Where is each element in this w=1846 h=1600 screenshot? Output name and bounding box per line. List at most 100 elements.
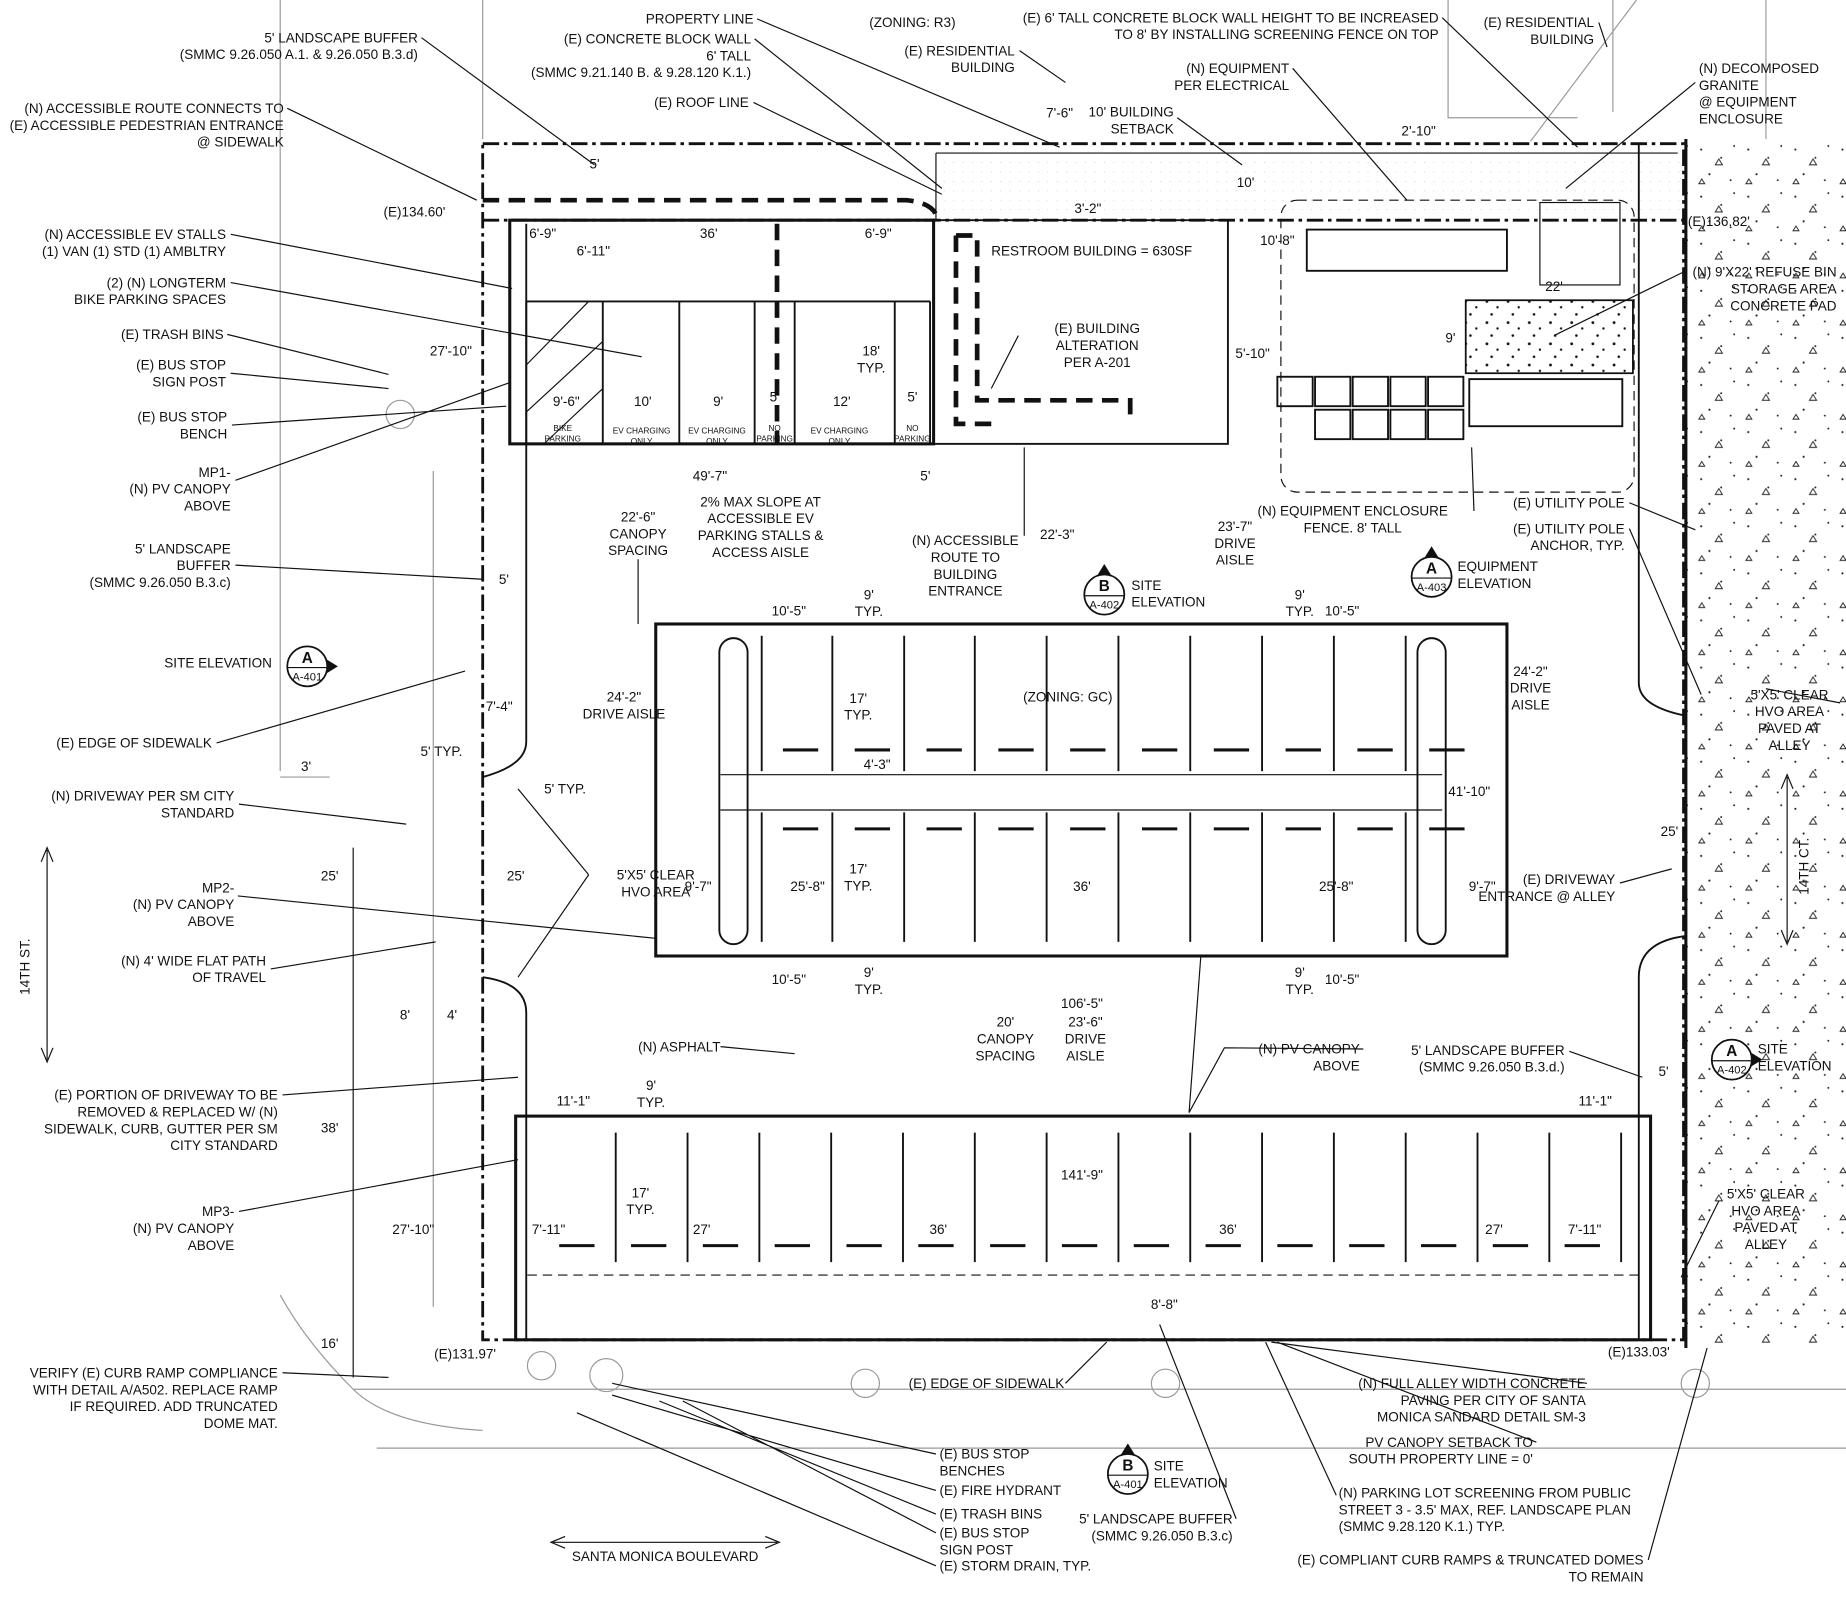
callout-note-line: @ SIDEWALK [197, 135, 284, 150]
callout-note-line: 24'-2" [1513, 664, 1548, 679]
dimension-line: 18' [862, 344, 880, 359]
callout-note-line: PAVED AT [1734, 1220, 1797, 1235]
section-marker[interactable]: BA-402 [1083, 563, 1126, 616]
dimension-line: TYP. [844, 708, 872, 723]
dimension-line: 9' [713, 394, 723, 409]
dimension-line: 9' [1295, 587, 1305, 602]
callout-note-line: SPACING [608, 543, 668, 558]
dimension-line: 25'-8" [1319, 879, 1354, 894]
hvo-island-east [1416, 637, 1447, 946]
callout-note-line: CANOPY [610, 526, 667, 541]
callout-note-line: SITE [1131, 578, 1161, 593]
dimension: 5' TYP. [421, 744, 463, 759]
dimension: 10'-5" [772, 604, 807, 619]
callout-note-line: (N) DECOMPOSED [1699, 61, 1819, 76]
section-marker[interactable]: AA-402 [1710, 1038, 1763, 1081]
callout-note: (E) UTILITY POLE [1513, 495, 1625, 510]
callout-note-line: 20' [997, 1015, 1015, 1030]
mp1-pv-canopy [508, 218, 936, 446]
callout-note-line: PAVING PER CITY OF SANTA [1401, 1393, 1586, 1408]
roof-line [935, 152, 1678, 220]
callout-note-line: (N) 4' WIDE FLAT PATH [121, 953, 266, 968]
callout-note-line: (E) TRASH BINS [121, 327, 224, 342]
spot-elevation: (E)131.97' [434, 1347, 496, 1362]
dimension-line: 9' [1445, 331, 1455, 346]
callout-note: 5' LANDSCAPE BUFFER(SMMC 9.26.050 B.3.c) [1079, 1511, 1233, 1543]
marker-sheet: A-402 [1089, 600, 1119, 612]
section-marker[interactable]: BA-401 [1106, 1443, 1149, 1495]
east-curb [1637, 143, 1687, 1340]
callout-note-line: (N) PV CANOPY [133, 1221, 234, 1236]
dimension-line: 10'-5" [1325, 972, 1360, 987]
callout-note: 5' LANDSCAPE BUFFER(SMMC 9.26.050 B.3.d.… [1411, 1043, 1565, 1075]
callout-note-line: ABOVE [184, 499, 231, 514]
dimension: 38' [321, 1121, 339, 1136]
refuse-bin-concrete-pad [1464, 299, 1634, 375]
callout-note-line: MP1- [198, 465, 230, 480]
dimension: 36' [700, 226, 718, 241]
callout-note-line: CANOPY [977, 1031, 1034, 1046]
callout-note-line: (SMMC 9.28.120 K.1.) TYP. [1339, 1519, 1505, 1534]
dimension-line: 16' [321, 1336, 339, 1351]
dimension-line: 17' [632, 1185, 650, 1200]
dimension: 141'-9" [1061, 1168, 1103, 1183]
dimension-line: 36' [1073, 879, 1091, 894]
callout-note-line: DRIVE [1065, 1031, 1106, 1046]
section-marker[interactable]: AA-403 [1410, 546, 1453, 598]
callout-note-line: 5' LANDSCAPE BUFFER [264, 30, 418, 45]
callout-note-line: (N) 9'X22' REFUSE BIN [1692, 265, 1836, 280]
callout-note-line: EQUIPMENT [1457, 559, 1537, 574]
stall-label-line: PARKING [894, 435, 930, 444]
callout-note-line: BUILDING [1530, 32, 1594, 47]
callout-note-line: (E) BUILDING [1054, 321, 1140, 336]
callout-note-line: 5'X5' CLEAR [1727, 1187, 1805, 1202]
dimension-line: 141'-9" [1061, 1168, 1103, 1183]
dimension: 8' [400, 1008, 410, 1023]
adjacent-lot-lines [482, 0, 1767, 139]
callout-note-line: ANCHOR, TYP. [1531, 538, 1625, 553]
dimension: 3' [301, 759, 311, 774]
dimension: 9'TYP. [855, 587, 883, 619]
callout-note-line: AISLE [1066, 1048, 1104, 1063]
wheel-stop [1141, 748, 1178, 831]
callout-note-line: MP2- [202, 880, 234, 895]
dimension: 10'-5" [772, 972, 807, 987]
dimension: 9' [1445, 331, 1455, 346]
wheel-stop [1070, 748, 1106, 831]
callout-note-line: (E) STORM DRAIN, TYP. [939, 1559, 1091, 1574]
dimension: 9'-7" [1469, 879, 1496, 894]
callout-note: PROPERTY LINE [646, 12, 754, 27]
callout-note: (ZONING: R3) [869, 15, 955, 30]
callout-note-line: 5' LANDSCAPE [135, 541, 231, 556]
callout-note-line: (E) EDGE OF SIDEWALK [909, 1376, 1065, 1391]
callout-note: (E) EDGE OF SIDEWALK [909, 1376, 1065, 1391]
callout-note-line: (N) ACCESSIBLE [912, 533, 1019, 548]
callout-note-line: ABOVE [188, 1238, 235, 1253]
callout-note-line: (E) PORTION OF DRIVEWAY TO BE [54, 1088, 278, 1103]
callout-note-line: ENTRANCE [928, 584, 1002, 599]
callout-note-line: PROPERTY LINE [646, 12, 754, 27]
callout-note-line: HVO AREA [621, 884, 690, 899]
street-label-santa-monica-blvd: SANTA MONICA BOULEVARD [572, 1549, 759, 1564]
callout-note-line: HVO AREA [1731, 1203, 1800, 1218]
callout-note-line: BUILDING [951, 60, 1015, 75]
street-label-14th-ct: 14TH CT. [1796, 838, 1811, 895]
restroom-building [932, 219, 1229, 445]
callout-note-line: (N) PARKING LOT SCREENING FROM PUBLIC [1339, 1486, 1632, 1501]
dimension-line: 41'-10" [1448, 784, 1490, 799]
callout-note-line: (N) PV CANOPY [129, 482, 230, 497]
dimension-line: 6'-11" [577, 244, 611, 259]
dimension-line: TYP. [844, 878, 872, 893]
section-marker[interactable]: AA-401 [286, 645, 338, 688]
marker-letter: A [1426, 560, 1437, 577]
